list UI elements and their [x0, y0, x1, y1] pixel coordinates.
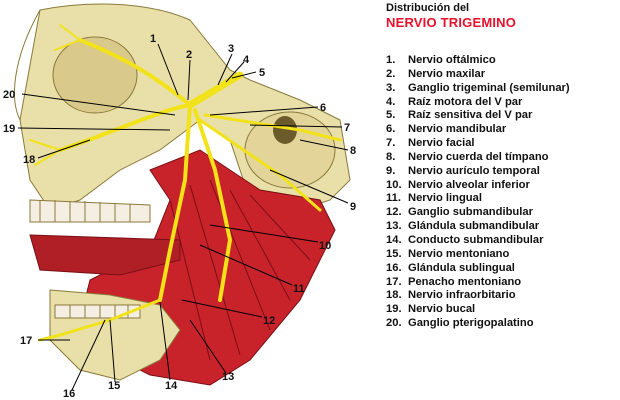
legend-number: 16.: [386, 261, 402, 274]
legend-label: Glándula submandibular: [408, 220, 540, 233]
callout-13: 13: [222, 371, 234, 383]
callout-numbers: 1 2 3 4 5 6 7 8 9 10 11 12 13 14 15 16 1…: [3, 33, 356, 400]
legend-label: Raíz sensitiva del V par: [408, 109, 533, 122]
legend-list: 1. Nervio oftálmico 2. Nervio maxilar 3. Ga…: [386, 54, 570, 331]
legend-label: Nervio bucal: [408, 303, 476, 316]
legend-item: 3. Ganglio trigeminal (semilunar): [386, 82, 570, 96]
legend-item: 11. Nervio lingual: [386, 192, 570, 206]
legend-item: 6. Nervio mandibular: [386, 123, 570, 137]
legend-number: 8.: [386, 150, 396, 163]
legend-label: Nervio facial: [408, 137, 475, 150]
legend-label: Nervio infraorbitario: [408, 289, 516, 302]
legend-label: Nervio cuerda del tímpano: [408, 150, 549, 163]
legend-item: 10. Nervio alveolar inferior: [386, 179, 570, 193]
callout-9: 9: [350, 201, 356, 213]
lower-jaw: [49, 289, 181, 381]
legend-number: 10.: [386, 178, 402, 191]
legend-number: 1.: [386, 54, 396, 66]
legend-label: Ganglio submandibular: [408, 206, 533, 219]
upper-teeth: [29, 199, 151, 223]
legend-number: 12.: [386, 206, 402, 219]
legend-number: 4.: [386, 95, 396, 108]
callout-19: 19: [3, 123, 15, 135]
legend-label: Nervio lingual: [408, 192, 482, 205]
callout-2: 2: [186, 49, 192, 61]
legend-item: 18. Nervio infraorbitario: [386, 289, 570, 303]
legend-item: 15. Nervio mentoniano: [386, 248, 570, 262]
callout-10: 10: [319, 240, 331, 252]
legend-item: 7. Nervio facial: [386, 137, 570, 151]
callout-11: 11: [293, 283, 305, 295]
legend-item: 12. Ganglio submandibular: [386, 206, 570, 220]
legend-number: 18.: [386, 289, 402, 302]
legend-item: 17. Penacho mentoniano: [386, 276, 570, 290]
title-subtitle: Distribución del: [386, 2, 470, 14]
callout-12: 12: [263, 315, 275, 327]
legend-item: 4. Raíz motora del V par: [386, 96, 570, 110]
legend-label: Nervio aurículo temporal: [408, 164, 540, 177]
legend-label: Ganglio pterigopalatino: [408, 317, 534, 330]
legend-number: 3.: [386, 81, 396, 94]
legend-number: 2.: [386, 67, 396, 80]
legend-label: Nervio oftálmico: [408, 54, 496, 66]
callout-14: 14: [165, 380, 178, 392]
legend-item: 1. Nervio oftálmico: [386, 54, 570, 68]
legend-label: Nervio mentoniano: [408, 247, 510, 260]
title-main: NERVIO TRIGEMINO: [386, 15, 517, 30]
callout-6: 6: [320, 102, 326, 114]
callout-20: 20: [3, 89, 15, 101]
legend-number: 9.: [386, 164, 396, 177]
callout-8: 8: [350, 145, 356, 157]
callout-18: 18: [23, 154, 35, 166]
legend-item: 14. Conducto submandibular: [386, 234, 570, 248]
callout-3: 3: [228, 43, 234, 55]
legend-label: Ganglio trigeminal (semilunar): [408, 81, 570, 94]
callout-16: 16: [63, 388, 75, 400]
legend-item: 5. Raíz sensitiva del V par: [386, 109, 570, 123]
legend-number: 17.: [386, 275, 402, 288]
legend-item: 19. Nervio bucal: [386, 303, 570, 317]
legend-label: Nervio alveolar inferior: [408, 178, 530, 191]
legend-item: 8. Nervio cuerda del tímpano: [386, 151, 570, 165]
legend-label: Nervio maxilar: [408, 67, 486, 80]
legend-label: Raíz motora del V par: [408, 95, 523, 108]
legend-item: 13. Glándula submandibular: [386, 220, 570, 234]
legend-number: 19.: [386, 303, 402, 316]
callout-17: 17: [20, 335, 32, 347]
callout-1: 1: [150, 33, 156, 45]
legend-number: 13.: [386, 220, 402, 233]
legend-item: 16. Glándula sublingual: [386, 262, 570, 276]
legend-number: 7.: [386, 137, 396, 150]
legend-label: Conducto submandibular: [408, 233, 544, 246]
callout-15: 15: [108, 380, 120, 392]
callout-5: 5: [259, 67, 265, 79]
legend-label: Glándula sublingual: [408, 261, 515, 274]
legend-number: 15.: [386, 247, 402, 260]
legend-number: 14.: [386, 233, 402, 246]
legend-number: 5.: [386, 109, 396, 122]
legend-item: 9. Nervio aurículo temporal: [386, 165, 570, 179]
legend-label: Penacho mentoniano: [408, 275, 522, 288]
legend-item: 20. Ganglio pterigopalatino: [386, 317, 570, 331]
legend-label: Nervio mandibular: [408, 123, 507, 136]
legend-number: 6.: [386, 123, 396, 136]
callout-7: 7: [344, 122, 350, 134]
callout-4: 4: [243, 54, 250, 66]
legend-number: 20.: [386, 317, 402, 330]
legend-item: 2. Nervio maxilar: [386, 68, 570, 82]
legend-number: 11.: [386, 192, 401, 205]
title-block: Distribución del NERVIO TRIGEMINO: [386, 2, 516, 31]
callout-leader-lines: [17, 43, 349, 391]
